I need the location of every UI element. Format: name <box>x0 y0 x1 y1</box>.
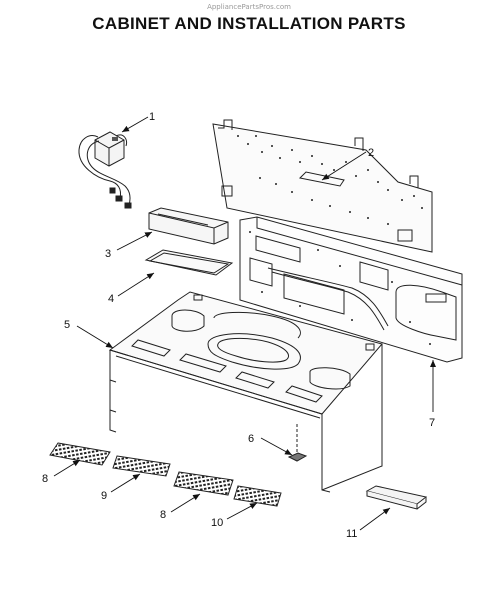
leader-lines <box>53 116 436 531</box>
leader-11 <box>359 507 391 531</box>
leader-4 <box>117 272 155 297</box>
part-11-cover <box>365 485 428 510</box>
leader-6 <box>260 437 293 456</box>
callout-labels: 1 2 3 4 5 6 7 8 9 8 10 11 <box>42 111 435 540</box>
part-8-grille-left <box>49 442 111 466</box>
callout-7: 7 <box>429 417 435 429</box>
part-5-cabinet <box>108 291 383 493</box>
leader-1 <box>121 116 149 133</box>
leader-5 <box>76 325 114 349</box>
callout-5: 5 <box>64 319 70 331</box>
callout-11: 11 <box>346 528 357 540</box>
callout-4: 4 <box>108 293 114 305</box>
callout-2: 2 <box>368 147 374 159</box>
callout-8a: 8 <box>42 473 48 485</box>
part-2-mounting-plate <box>212 119 433 253</box>
callout-10: 10 <box>211 517 223 529</box>
part-10-grille-insert <box>233 485 282 507</box>
callout-1: 1 <box>149 111 155 123</box>
part-8-grille-center <box>173 471 234 496</box>
watermark: AppliancePartsPros.com <box>207 3 291 11</box>
leader-8b <box>170 493 201 513</box>
part-4-seal <box>144 249 234 276</box>
leader-2 <box>321 151 367 181</box>
callout-9: 9 <box>101 490 107 502</box>
part-6-clip <box>287 424 308 462</box>
leader-8a <box>53 459 81 477</box>
part-9-grille-insert <box>112 455 171 477</box>
part-3-bracket <box>148 207 229 245</box>
part-1-sensor-harness <box>78 131 132 209</box>
part-7-back-panel <box>239 216 463 363</box>
callout-3: 3 <box>105 248 111 260</box>
callout-8b: 8 <box>160 509 166 521</box>
callout-6: 6 <box>248 433 254 445</box>
page-title: CABINET AND INSTALLATION PARTS <box>92 14 406 33</box>
leader-3 <box>116 231 153 251</box>
leader-10 <box>226 502 258 520</box>
leader-9 <box>110 473 141 493</box>
